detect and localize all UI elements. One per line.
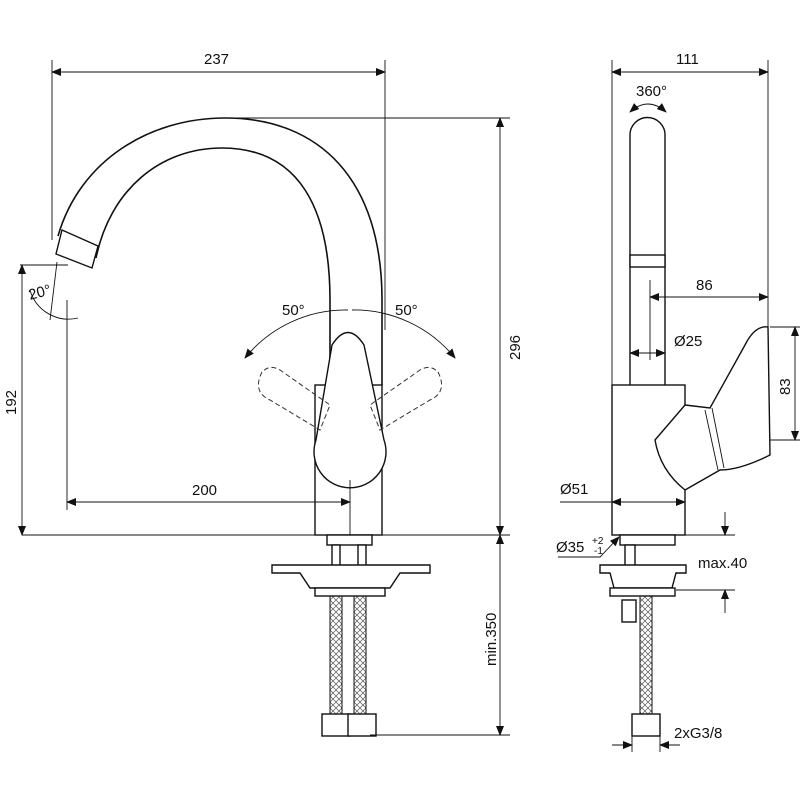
lever-right-angle: 50° xyxy=(395,302,418,319)
max-40: max.40 xyxy=(698,555,747,572)
spout-angle: 20° xyxy=(27,282,53,304)
dim-192: 192 xyxy=(3,390,20,415)
dim-min-350: min.350 xyxy=(483,613,500,666)
lever-ghost-left xyxy=(257,366,331,431)
aerator xyxy=(629,254,666,268)
hose-nut xyxy=(631,713,661,737)
swivel-360: 360° xyxy=(636,83,667,100)
dim-200: 200 xyxy=(192,482,217,499)
hose-nut xyxy=(347,713,377,737)
dia-25: Ø25 xyxy=(674,333,702,350)
front-view: 50° 50° 20° 237 296 192 200 min.350 xyxy=(3,51,524,737)
lever-handle xyxy=(313,331,387,489)
dim-83: 83 xyxy=(777,378,794,395)
tolerance-minus: -1 xyxy=(594,546,603,557)
mounting-plate xyxy=(271,564,431,589)
mounting-plate xyxy=(599,564,687,589)
dim-237: 237 xyxy=(204,51,229,68)
dim-86: 86 xyxy=(696,277,713,294)
lever-left-angle: 50° xyxy=(282,302,305,319)
connection-thread: 2xG3/8 xyxy=(674,725,722,742)
lever-ghost-right xyxy=(369,366,443,431)
dim-296: 296 xyxy=(507,335,524,360)
tolerance-plus: +2 xyxy=(592,536,604,547)
aerator xyxy=(55,229,99,269)
spout-tube xyxy=(629,116,666,385)
side-view: 111 360° 86 Ø25 83 Ø51 Ø35 +2 -1 max.40 … xyxy=(556,51,800,752)
dia-35: Ø35 xyxy=(556,539,584,556)
dia-51: Ø51 xyxy=(560,481,588,498)
dim-111: 111 xyxy=(676,51,699,68)
hose-nut xyxy=(321,713,351,737)
